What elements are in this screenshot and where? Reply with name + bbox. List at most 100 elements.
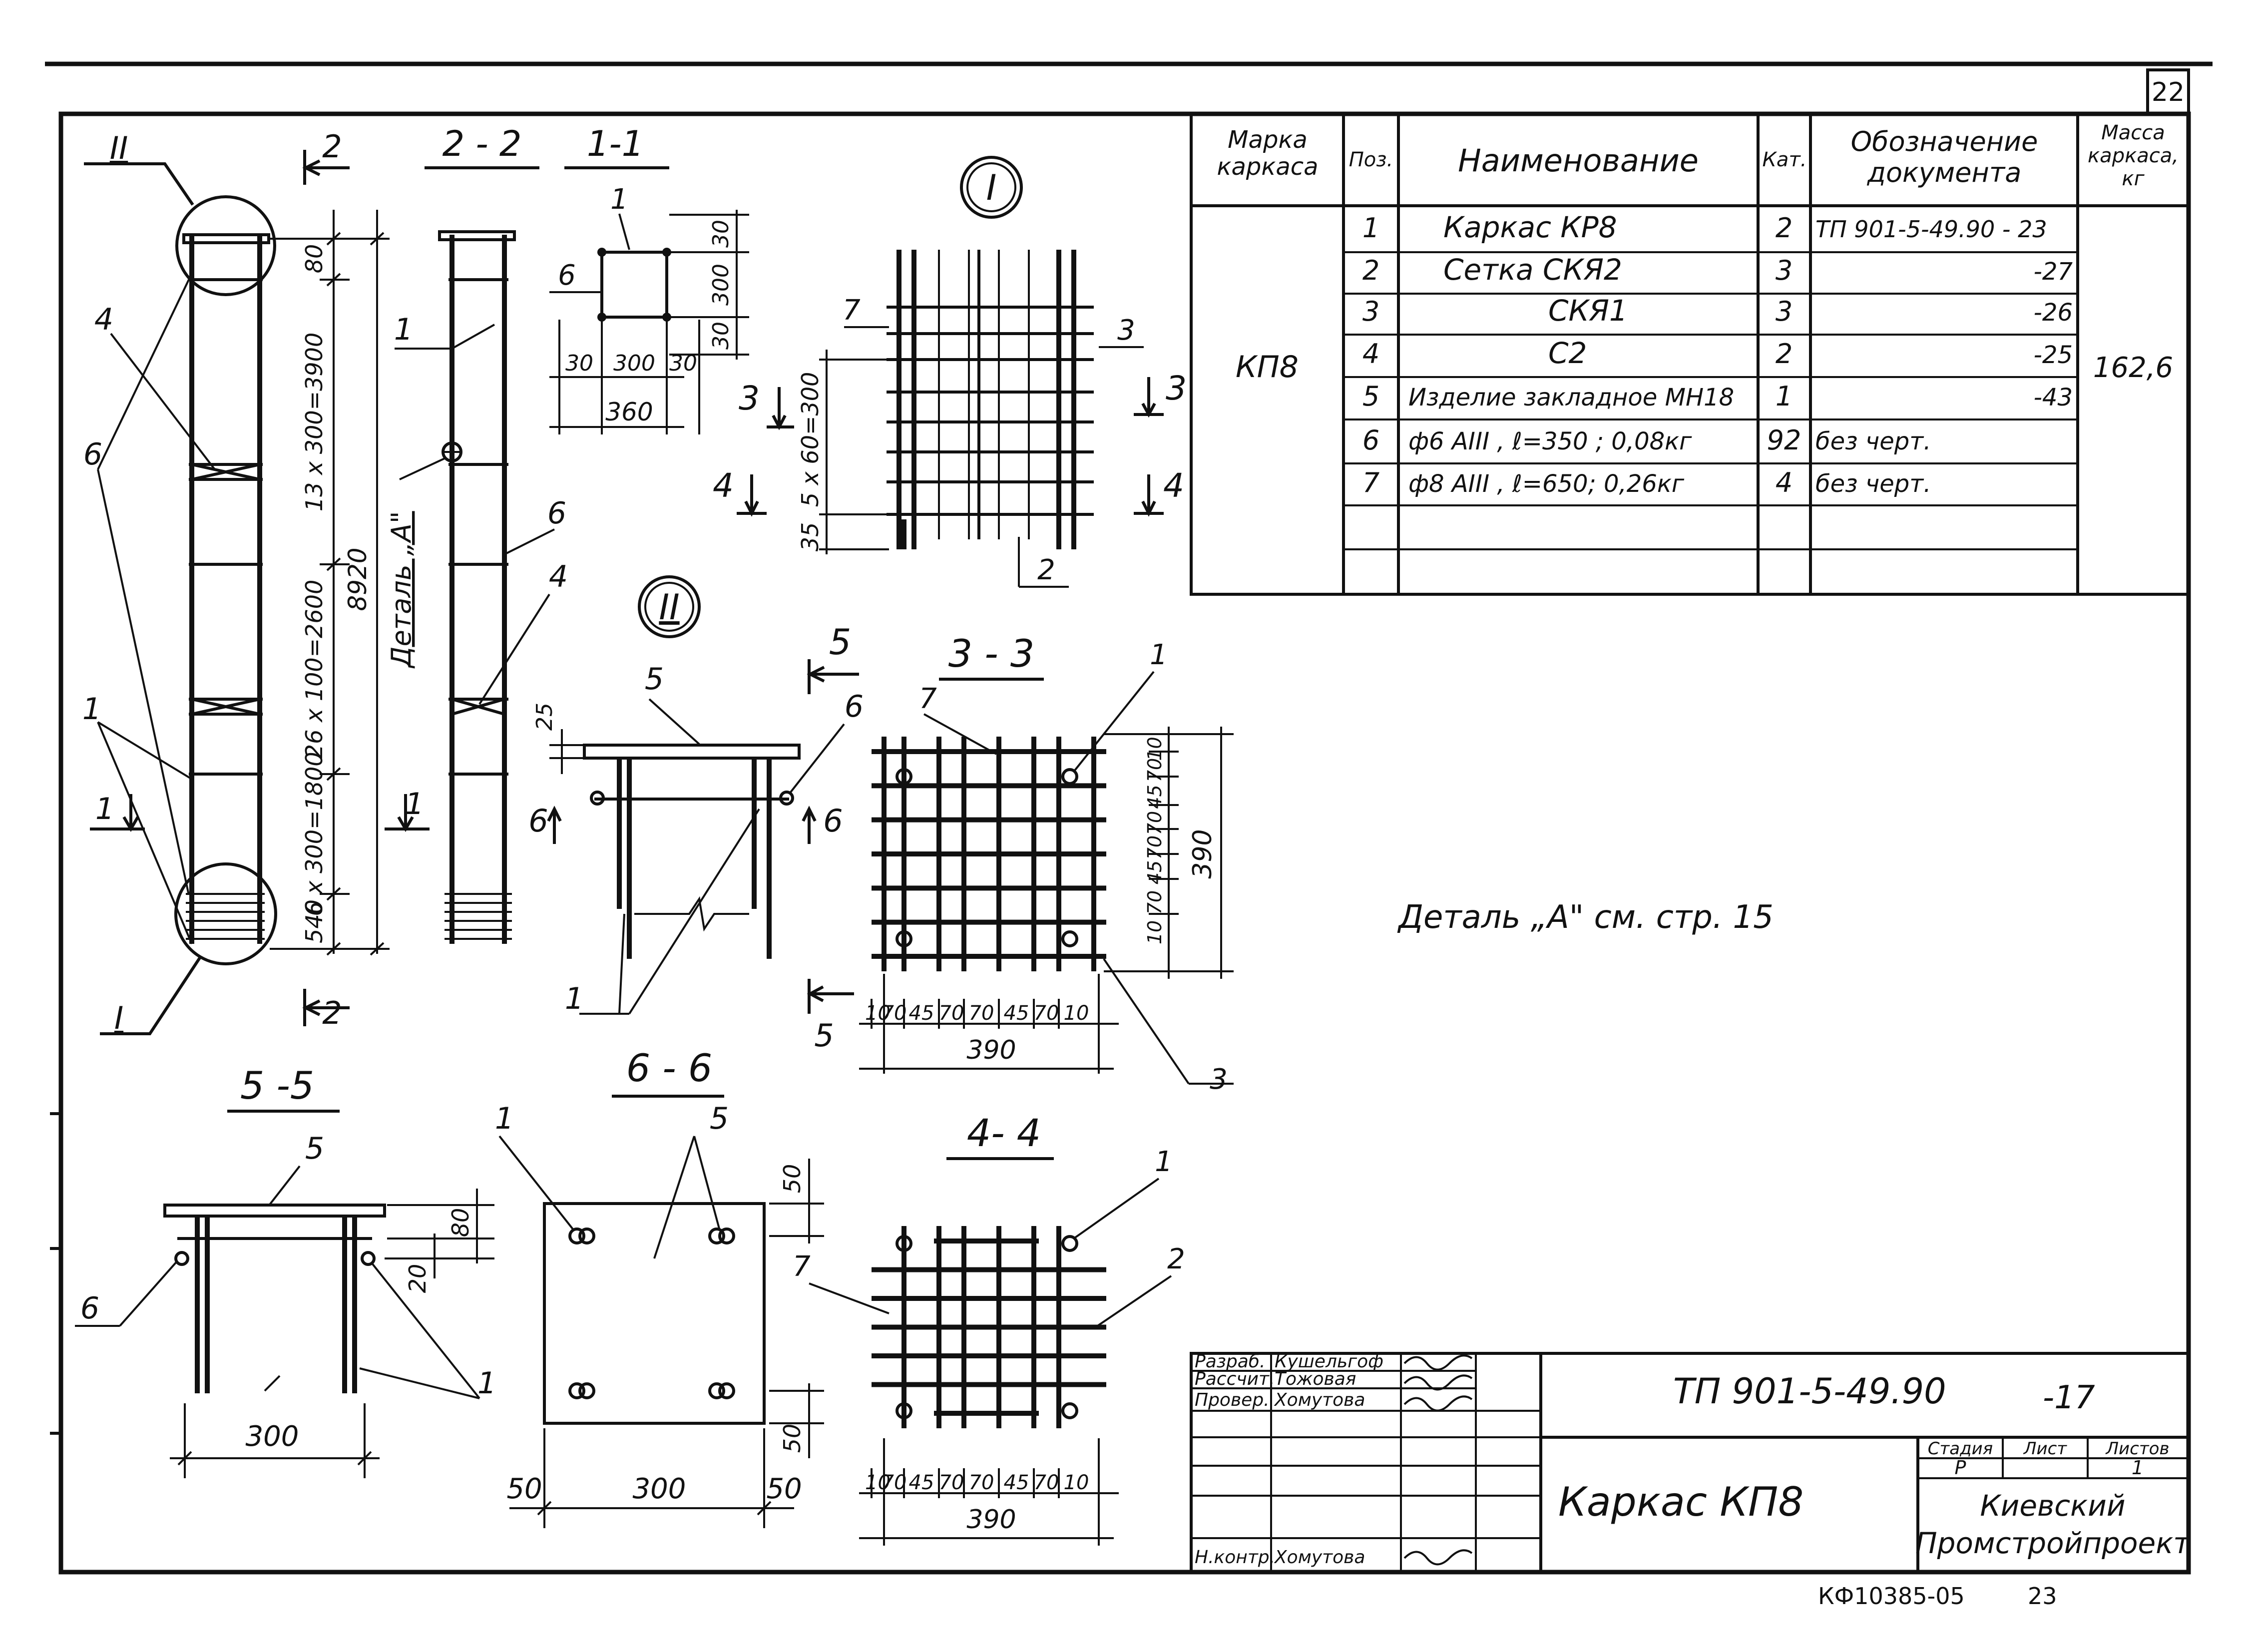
s22-section-1: 1 (405, 787, 424, 822)
section-6-6: 6 - 6 1 5 300 50 50 50 50 (495, 1046, 824, 1528)
detII-label-1: 1 (565, 981, 584, 1016)
s22-label-6: 6 (547, 496, 566, 531)
tb-sheets-label: Листов (2105, 1439, 2169, 1459)
s33-dim-vtotal: 390 (1188, 829, 1218, 878)
s66-dim-r: 50 (766, 1473, 802, 1505)
s11-dim-a: 30 (565, 351, 593, 376)
detail-note: Деталь „А" см. стр. 15 (1397, 899, 1774, 936)
dim-value: 70 (1034, 1002, 1059, 1025)
s11-dim-v3: 30 (708, 322, 734, 350)
s66-label-5: 5 (710, 1101, 729, 1136)
spec-row-doc: без черт. (1815, 470, 1931, 498)
tb-stage-value: Р (1955, 1457, 1966, 1479)
s66-dim-l: 50 (506, 1473, 542, 1505)
signature-mark (1403, 1395, 1473, 1412)
dim-value: 45 (909, 1002, 934, 1025)
tb-role: Н.контр. (1195, 1547, 1275, 1568)
section-3-3-grid (872, 737, 1106, 971)
section-4-4-title: 4- 4 (967, 1111, 1041, 1155)
section-2-2-title: 2 - 2 (443, 123, 522, 164)
title-block: Разраб.КушельгофРассчит.ТожоваяПровер.Хо… (1190, 1351, 2191, 1574)
s11-label-6: 6 (558, 259, 576, 292)
sheet-corner-number: 22 (2152, 77, 2185, 107)
spec-row-name: С2 (1548, 336, 1587, 370)
tb-stage-label: Стадия (1928, 1439, 1993, 1459)
section-5-5-title: 5 -5 (240, 1063, 314, 1108)
elev-section-1: 1 (95, 792, 114, 826)
dim-value: 45 (1144, 860, 1166, 884)
detI-label-2: 2 (1037, 554, 1055, 586)
elev-label-1: 1 (82, 692, 101, 727)
tb-name: Хомутова (1274, 1390, 1365, 1410)
s33-dim-total: 390 (966, 1035, 1016, 1065)
header-mass: Масса каркаса, кг (2088, 121, 2179, 190)
header-cat: Кат. (1762, 148, 1807, 171)
dim-value: 70 (1034, 1471, 1059, 1494)
tb-name: Хомутова (1274, 1547, 1365, 1568)
s66-dim-w: 300 (633, 1473, 686, 1505)
spec-row-cat: 2 (1776, 212, 1793, 244)
spec-row-pos: 1 (1362, 212, 1379, 244)
spec-row-doc: -25 (2034, 341, 2073, 369)
section-3-3-title: 3 - 3 (948, 631, 1034, 676)
s11-dim-b: 300 (613, 351, 655, 376)
detII-section-6-right: 6 (823, 803, 843, 839)
detI-section-3-right: 3 (1166, 369, 1187, 408)
elev-dim-d3: 6 х 300=1800 (301, 752, 328, 916)
signature-mark (1403, 1374, 1473, 1391)
spec-row-name: Сетка СКЯ2 (1443, 253, 1622, 287)
section-5-5: 5 -5 5 6 1 300 80 20 (75, 1063, 496, 1478)
spec-row-doc: без черт. (1815, 427, 1931, 455)
spec-row-pos: 5 (1362, 381, 1379, 412)
header-doc: Обозначение документа (1850, 126, 2038, 188)
s55-dim-h1: 80 (447, 1208, 474, 1238)
tb-name: Кушельгоф (1275, 1351, 1383, 1372)
callout-I-label: I (114, 1000, 123, 1036)
s11-dim-v1: 30 (708, 220, 734, 248)
dim-value: 70 (1144, 835, 1166, 859)
detI-section-4-left: 4 (713, 466, 734, 505)
title-block-rows: Разраб.КушельгофРассчит.ТожоваяПровер.Хо… (1195, 1351, 1473, 1568)
section-6-6-title: 6 - 6 (626, 1046, 712, 1090)
spec-row-name: СКЯ1 (1548, 294, 1628, 328)
spec-row-name: ф6 АIII , ℓ=350 ; 0,08кг (1408, 427, 1692, 455)
footer-code: КФ10385-05 (1818, 1583, 1965, 1610)
tb-org-line2: Промстройпроект (1915, 1526, 2191, 1560)
detail-I: I 7 3 2 3 3 4 4 (713, 156, 1187, 588)
section-1-1: 1-1 1 6 30 300 30 360 30 300 30 (549, 123, 749, 434)
detI-dim-b: 35 (797, 522, 824, 552)
tb-org-line1: Киевский (1980, 1489, 2125, 1523)
detI-label-7: 7 (843, 294, 861, 327)
s55-dim-h2: 20 (404, 1264, 431, 1293)
s11-dim-v2: 300 (708, 264, 734, 306)
s55-dim-w: 300 (246, 1420, 299, 1453)
detI-section-3-left: 3 (739, 379, 760, 417)
s11-label-1: 1 (610, 183, 628, 216)
s44-label-2: 2 (1167, 1243, 1185, 1275)
tb-doc-number: ТП 901-5-49.90 (1673, 1371, 1946, 1412)
dim-value: 70 (969, 1002, 994, 1025)
spec-row-name: ф8 АIII , ℓ=650; 0,26кг (1408, 470, 1685, 498)
spec-row-cat: 1 (1776, 381, 1793, 412)
dim-value: 10 (865, 1471, 891, 1494)
tb-name: Тожовая (1275, 1369, 1356, 1389)
spec-row-name: Каркас КР8 (1443, 210, 1617, 244)
spec-row-pos: 4 (1362, 338, 1379, 370)
detI-section-4-right: 4 (1163, 466, 1184, 505)
tb-role: Разраб. (1195, 1351, 1265, 1372)
detail-II: II 5 6 1 25 5 6 6 (528, 575, 864, 1016)
detII-label-5: 5 (645, 662, 664, 697)
s55-label-6: 6 (80, 1291, 99, 1326)
s33-label-3: 3 (1210, 1063, 1228, 1096)
s33-label-1: 1 (1150, 639, 1168, 671)
s55-label-5: 5 (305, 1131, 324, 1166)
elev-dim-top: 80 (301, 244, 328, 274)
detail-I-title: I (986, 167, 997, 208)
s22-label-4: 4 (549, 559, 568, 594)
s44-label-1: 1 (1155, 1146, 1173, 1178)
dim-value: 70 (969, 1471, 994, 1494)
